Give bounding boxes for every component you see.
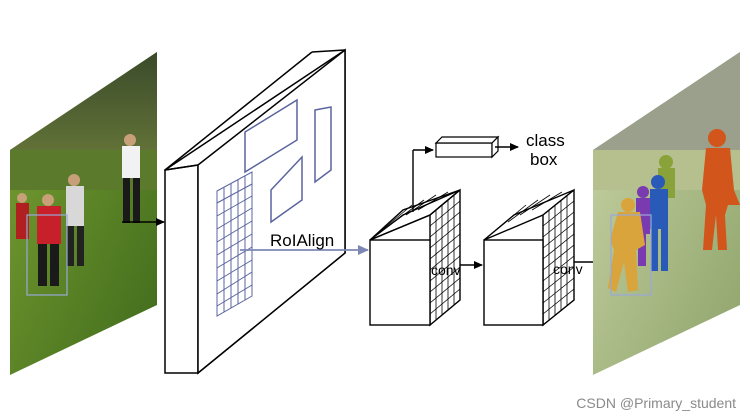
conv-block-2 — [483, 188, 575, 327]
output-image — [593, 52, 740, 375]
mask-purple-player — [636, 186, 650, 266]
mask-orange-player — [702, 129, 740, 250]
player-blue-shirt — [66, 174, 84, 266]
box-label: box — [530, 150, 558, 169]
conv-label-1: conv — [431, 262, 461, 278]
input-image — [10, 52, 157, 375]
output-roi-box — [610, 214, 652, 296]
conv-label-2: conv — [553, 261, 583, 277]
class-label: class — [526, 131, 565, 150]
roi-box — [26, 214, 68, 296]
player-red — [37, 194, 61, 286]
roi-grid — [216, 171, 253, 317]
region-proposals — [244, 98, 332, 224]
mask-blue-player — [650, 175, 668, 271]
player-white — [122, 134, 140, 223]
player-background — [16, 193, 29, 239]
conv-block-1 — [369, 188, 461, 327]
mask-yellow-player — [608, 198, 645, 292]
roialign-label: RoIAlign — [270, 231, 334, 250]
fc-layer — [434, 135, 500, 159]
watermark: CSDN @Primary_student — [576, 395, 736, 411]
backbone-feature-map — [164, 48, 346, 375]
